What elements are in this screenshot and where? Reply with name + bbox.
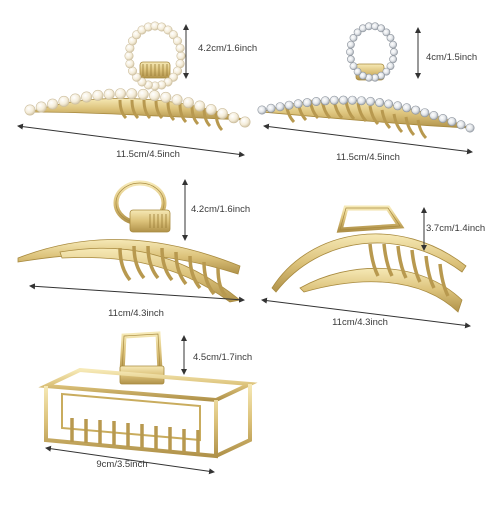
rhinestone <box>382 67 391 76</box>
clip3-width-line <box>29 283 245 303</box>
rhinestone <box>293 99 303 109</box>
rhinestone <box>302 98 312 108</box>
pearl-bead <box>126 88 138 100</box>
pearl-bead <box>124 51 134 61</box>
pearl-bead <box>176 51 186 61</box>
pearl-bead <box>168 30 178 40</box>
gold-crescent-claw-clip <box>271 205 467 313</box>
rhinestone-loop-stones <box>346 22 398 82</box>
clip5-width-label: 9cm/3.5inch <box>96 459 148 470</box>
rhinestone <box>386 62 395 70</box>
rhinestone <box>382 28 391 37</box>
rhinestone <box>346 40 355 49</box>
rhinestone <box>420 108 430 118</box>
rhinestone <box>389 40 397 49</box>
pearl-bead <box>128 36 138 46</box>
clip5-height-label: 4.5cm/1.7inch <box>193 352 253 363</box>
pearl-loop-claw-clip <box>24 21 251 132</box>
rhinestone <box>356 96 366 106</box>
clip1-width-label: 11.5cm/4.5inch <box>116 149 180 160</box>
pearl-bead <box>171 94 183 106</box>
rhinestone <box>429 111 439 121</box>
rhinestone <box>384 99 394 109</box>
rhinestone <box>438 114 448 124</box>
pearl-bead <box>24 104 36 116</box>
rhinestone <box>349 62 358 70</box>
pearl-bead <box>182 97 194 109</box>
pearl-bead <box>69 93 81 105</box>
pearl-bead <box>205 104 217 116</box>
pearl-bead <box>47 98 59 110</box>
pearl-bead <box>92 89 104 101</box>
pearl-bead <box>175 43 185 53</box>
rhinestone <box>465 123 475 133</box>
clip4-width-label: 11cm/4.3inch <box>332 317 388 328</box>
pearl-loop-beads <box>124 21 186 91</box>
rhinestone <box>377 24 385 33</box>
rhinestone <box>386 34 395 42</box>
gold-loop-claw-clip <box>17 180 241 303</box>
clip4-width-line <box>261 297 471 329</box>
clip2-height-label: 4cm/1.5inch <box>426 52 478 63</box>
clip2-width-label: 11.5cm/4.5inch <box>336 152 400 163</box>
pearl-bead <box>228 112 240 124</box>
rhinestone <box>365 96 375 106</box>
clip1-width-line <box>17 123 245 158</box>
rhinestone <box>353 67 362 76</box>
gold-crescent-teeth <box>368 243 450 297</box>
rhinestone <box>375 98 385 108</box>
rhinestone <box>347 95 357 105</box>
pearl-bar-beads <box>24 88 251 128</box>
pearl-bead <box>137 88 149 100</box>
rhinestone <box>311 97 321 107</box>
pearl-bead <box>149 90 161 102</box>
rhinestone-loop-claw-clip <box>257 22 475 140</box>
rhinestone <box>338 95 348 105</box>
rhinestone <box>456 120 466 130</box>
rhinestone <box>275 102 285 112</box>
clip3-height-label: 4.2cm/1.6inch <box>191 204 251 215</box>
clip1-height-label: 4.2cm/1.6inch <box>198 43 258 54</box>
pearl-bead <box>132 72 142 82</box>
rhinestone <box>266 103 276 113</box>
rhinestone <box>393 101 403 111</box>
pearl-bead <box>35 101 47 113</box>
pearl-clip-teeth <box>29 61 246 132</box>
pearl-bead <box>194 100 206 112</box>
clip5-width-line <box>45 445 215 475</box>
pearl-bead <box>216 108 228 120</box>
rhinestone <box>284 100 294 110</box>
rhinestone <box>411 105 421 115</box>
rhinestone <box>390 48 398 56</box>
dimension-lines <box>17 24 473 475</box>
pearl-bead <box>125 59 135 69</box>
rhinestone <box>447 117 457 127</box>
pearl-bead <box>103 88 115 100</box>
rhinestone <box>353 28 362 37</box>
rhinestone <box>402 103 412 113</box>
pearl-bead <box>160 91 172 103</box>
rhinestone <box>358 71 367 80</box>
clip4-height-label: 3.7cm/1.4inch <box>426 223 486 234</box>
pearl-bead <box>173 66 183 76</box>
clip3-width-label: 11cm/4.3inch <box>108 308 164 319</box>
pearl-bead <box>58 95 70 107</box>
rhinestone <box>329 95 339 105</box>
rhinestone <box>346 48 354 56</box>
pearl-bead <box>239 116 251 128</box>
rhinestone <box>389 55 397 64</box>
clip2-width-line <box>263 123 473 155</box>
rhinestone <box>257 105 267 115</box>
rhinestone <box>349 34 358 42</box>
rhinestone <box>320 96 330 106</box>
rhinestone <box>346 55 355 64</box>
pearl-bead <box>115 88 127 100</box>
pearl-bead <box>81 91 93 103</box>
